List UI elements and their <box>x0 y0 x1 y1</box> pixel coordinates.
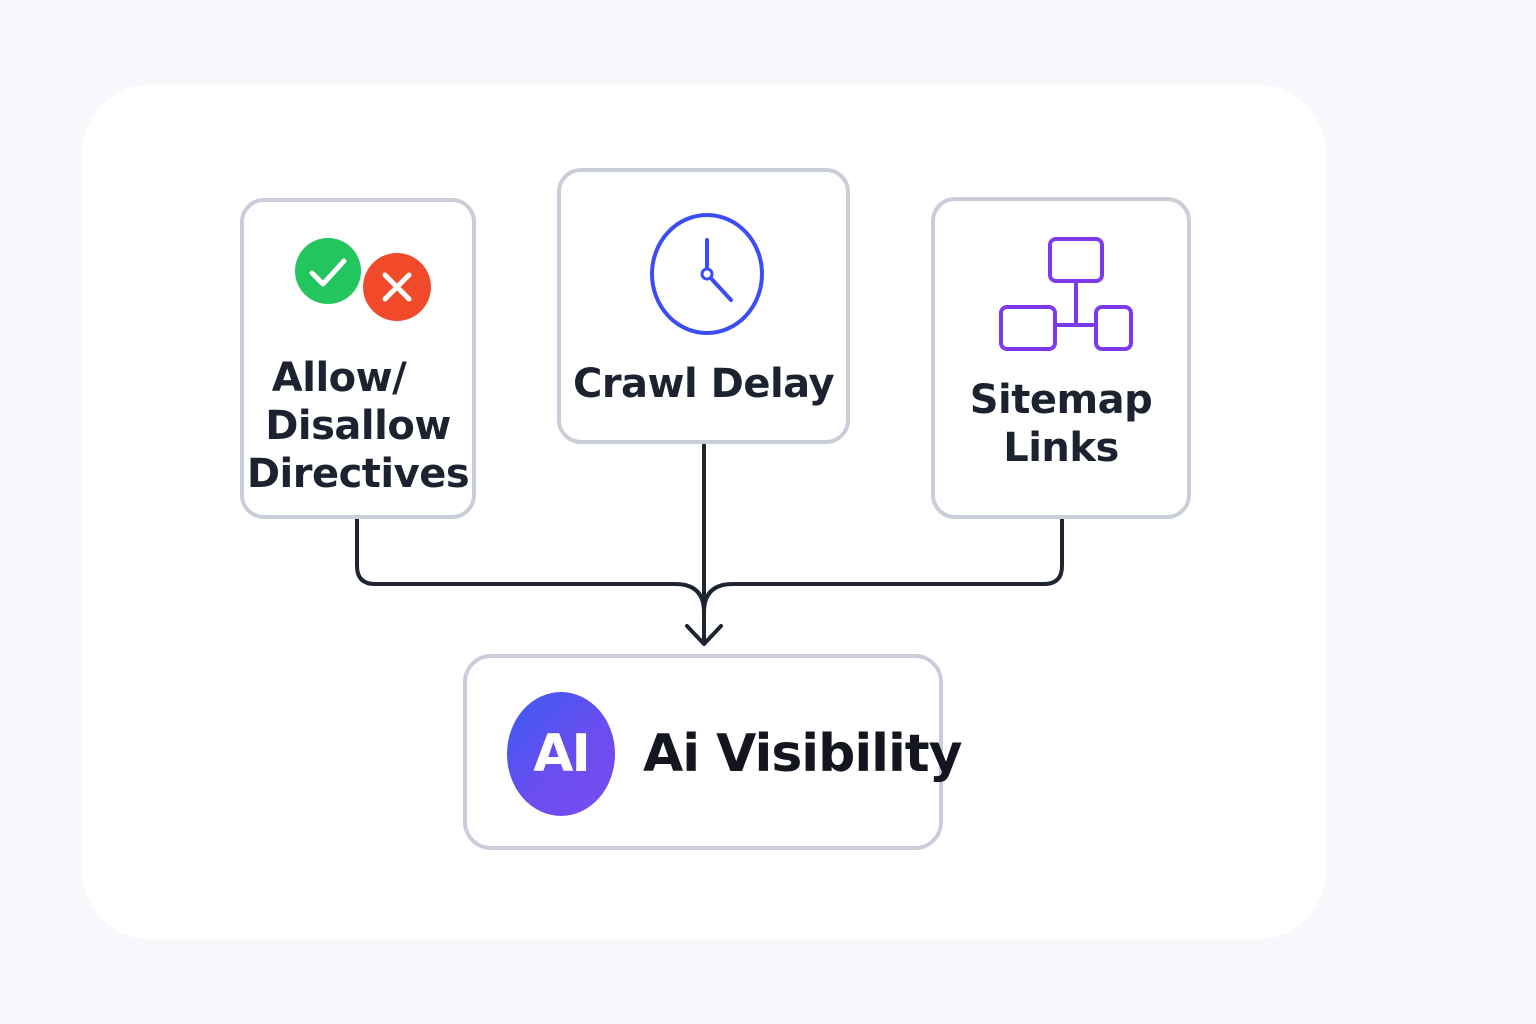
node-sitemap-links-label: Sitemap Links <box>935 376 1187 472</box>
node-ai-visibility: AI Ai Visibility <box>463 654 963 850</box>
node-sitemap-links: Sitemap Links <box>931 197 1191 519</box>
edge-allow-to-ai <box>355 517 706 614</box>
node-ai-visibility-label: Ai Visibility <box>643 724 963 784</box>
node-crawl-delay: Crawl Delay <box>557 168 850 444</box>
edge-sitemap-to-ai <box>702 517 1064 614</box>
label-line: Sitemap <box>969 377 1153 423</box>
ai-badge-icon: AI <box>507 692 615 816</box>
x-circle-icon <box>363 253 431 321</box>
label-line: Allow/ <box>271 355 407 401</box>
arrowhead-icon <box>685 624 723 646</box>
clock-icon <box>650 213 764 335</box>
node-allow-disallow-label: Allow/ Disallow Directives <box>244 354 472 498</box>
label-line: Disallow <box>265 403 451 449</box>
label-line: Links <box>1003 425 1119 471</box>
node-allow-disallow: Allow/ Disallow Directives <box>240 198 476 519</box>
check-circle-icon <box>295 238 361 304</box>
label-line: Directives <box>246 451 470 497</box>
node-crawl-delay-label: Crawl Delay <box>572 361 835 407</box>
sitemap-icon <box>999 237 1133 351</box>
allow-disallow-icons <box>295 238 431 321</box>
